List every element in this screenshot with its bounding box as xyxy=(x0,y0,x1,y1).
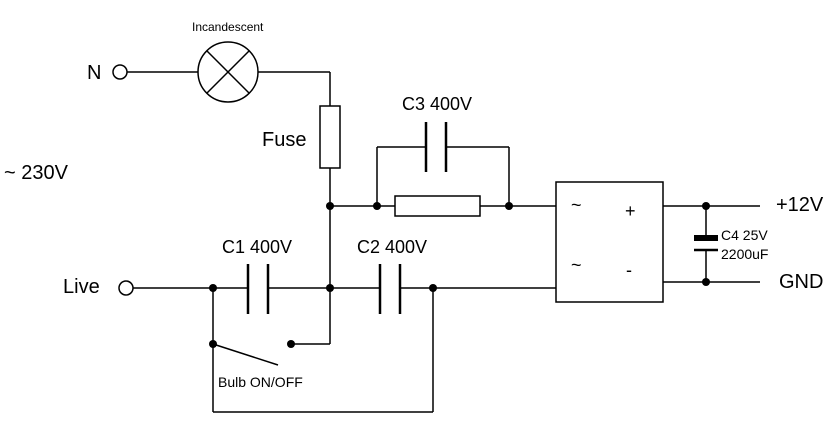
out-gnd-label: GND xyxy=(779,271,823,293)
rectifier-module xyxy=(555,181,664,303)
c4-capacitance-label: 2200uF xyxy=(721,246,768,262)
neutral-branch xyxy=(112,41,341,290)
bridge-ac-bottom: ~ xyxy=(571,255,582,275)
capacitor-c2 xyxy=(378,264,402,314)
c3-resistor-parallel xyxy=(330,122,556,217)
resistor xyxy=(394,195,481,217)
bridge-ac-top: ~ xyxy=(571,195,582,215)
bridge-plus: + xyxy=(625,201,636,221)
switch-label: Bulb ON/OFF xyxy=(218,374,303,390)
switch-lever xyxy=(212,343,279,366)
bridge-minus: - xyxy=(626,260,632,280)
mains-label: ~ 230V xyxy=(4,162,69,184)
c1-label: C1 400V xyxy=(222,237,292,257)
c4-voltage-label: C4 25V xyxy=(721,227,768,243)
neutral-terminal xyxy=(112,64,128,80)
lamp-label: Incandescent xyxy=(192,20,264,34)
fuse xyxy=(319,105,341,169)
out-pos-label: +12V xyxy=(776,194,824,216)
c2-label: C2 400V xyxy=(357,237,427,257)
capacitor-c3 xyxy=(424,122,448,172)
live-terminal xyxy=(118,280,134,296)
c3-label: C3 400V xyxy=(402,94,472,114)
capacitor-c1 xyxy=(246,264,270,314)
fuse-label: Fuse xyxy=(262,129,306,151)
capacitor-c4 xyxy=(694,235,718,252)
incandescent-lamp xyxy=(197,41,259,103)
output-branch xyxy=(663,205,760,283)
live-label: Live xyxy=(63,276,100,298)
neutral-label: N xyxy=(87,62,101,84)
junctions xyxy=(209,202,710,348)
live-branch xyxy=(118,264,556,413)
